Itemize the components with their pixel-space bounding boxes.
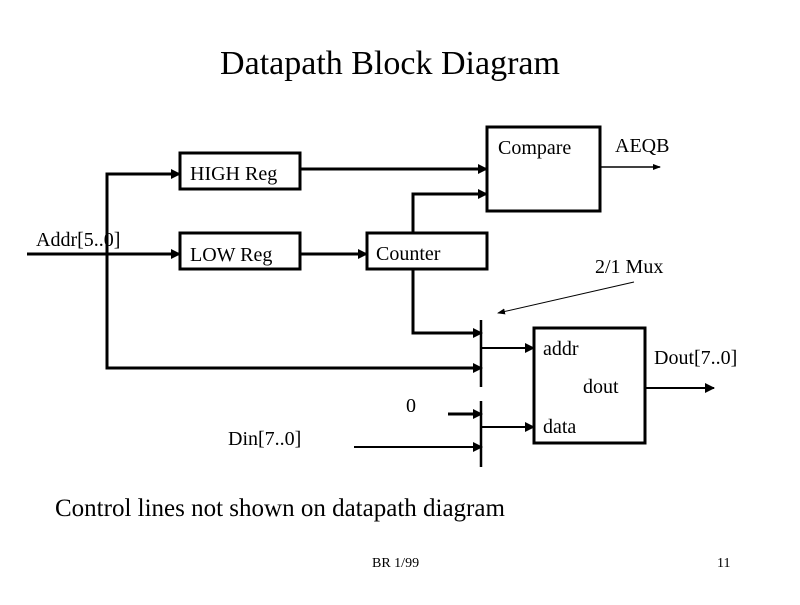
high-reg-label: HIGH Reg bbox=[190, 163, 277, 185]
addr-in-label: Addr[5..0] bbox=[36, 229, 120, 251]
footer-center: BR 1/99 bbox=[372, 556, 419, 571]
counter-to-mux-wire bbox=[411, 269, 483, 338]
low-reg-label: LOW Reg bbox=[190, 244, 272, 266]
counter-to-compare-wire bbox=[411, 189, 488, 233]
diagram-note: Control lines not shown on datapath diag… bbox=[55, 495, 505, 522]
counter-label: Counter bbox=[376, 243, 441, 265]
zero-label: 0 bbox=[406, 395, 416, 417]
memory-dout-port-label: dout bbox=[583, 376, 619, 398]
memory-addr-port-label: addr bbox=[543, 338, 579, 360]
mux-annotation-pointer bbox=[497, 281, 635, 315]
memory-data-port-label: data bbox=[543, 416, 576, 438]
dout-label: Dout[7..0] bbox=[654, 347, 737, 369]
addr-to-high-wire bbox=[105, 169, 181, 367]
aeqb-label: AEQB bbox=[615, 135, 669, 157]
mux-annotation-label: 2/1 Mux bbox=[595, 256, 663, 278]
addr-to-mux-wire bbox=[105, 254, 483, 373]
page-number: 11 bbox=[717, 556, 730, 571]
compare-label: Compare bbox=[498, 137, 571, 159]
memory-block bbox=[532, 326, 647, 445]
din-label: Din[7..0] bbox=[228, 428, 301, 450]
slide-title: Datapath Block Diagram bbox=[220, 45, 560, 82]
